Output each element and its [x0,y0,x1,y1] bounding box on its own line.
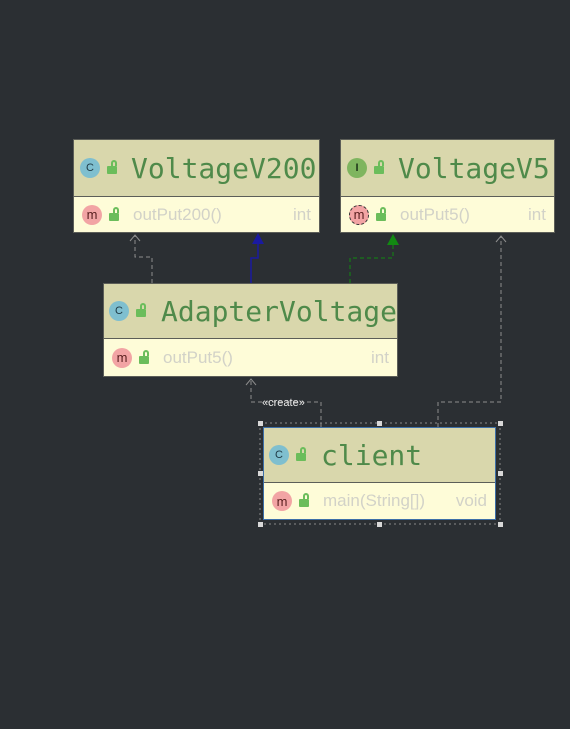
public-lock-icon [109,206,119,221]
class-kind-icon: C [109,301,129,321]
resize-handle-bottom-center[interactable] [377,522,382,527]
resize-handle-top-right[interactable] [498,421,503,426]
class-adapter-voltage-header: C AdapterVoltage [104,284,397,339]
method-return-type: int [528,204,546,224]
method-name: outPut5() [400,204,470,224]
realization-adapter-v5-arrowhead [387,234,399,245]
method-name: outPut5() [163,347,233,367]
method-row[interactable]: m outPut5() int [341,197,554,232]
dependency-adapter-v200-line [134,235,153,283]
method-name: outPut200() [133,204,222,224]
resize-handle-middle-left[interactable] [258,471,263,476]
realization-adapter-v5-line [349,244,394,283]
method-row[interactable]: m main(String[]) void [264,483,495,519]
method-icon: m [112,347,132,368]
method-return-type: void [455,491,487,510]
create-label: «create» [262,397,305,409]
dependency-client-v5-line [437,236,502,427]
public-lock-icon [299,493,309,507]
method-name: main(String[]) [323,491,426,510]
class-voltage-v200-header: C VoltageV200 [74,140,319,197]
public-lock-icon [374,160,384,174]
interface-voltage-v5-header: I VoltageV5 [341,140,554,197]
dependency-client-adapter-line [250,379,322,427]
static-method-icon: m [272,491,292,511]
resize-handle-bottom-right[interactable] [498,522,503,527]
interface-kind-icon: I [347,158,367,178]
method-row[interactable]: m outPut5() int [104,339,397,376]
method-return-type: int [293,204,311,224]
class-name: AdapterVoltage [161,294,398,328]
class-client-header: C client [264,428,495,483]
public-lock-icon [296,447,306,461]
interface-voltage-v5[interactable]: I VoltageV5 m outPut5() int [340,139,555,233]
resize-handle-top-left[interactable] [258,421,263,426]
class-name: client [321,438,423,472]
public-lock-icon [136,303,146,317]
dependency-adapter-v200-arrowhead [129,234,141,242]
resize-handle-top-center[interactable] [377,421,382,426]
public-lock-icon [376,206,386,221]
inheritance-adapter-v200-arrowhead [252,233,264,244]
class-kind-icon: C [80,158,100,178]
class-name: VoltageV200 [131,151,317,185]
method-return-type: int [371,347,389,367]
dependency-client-adapter-arrowhead [245,378,257,386]
public-lock-icon [139,349,149,364]
abstract-method-icon: m [349,204,369,225]
main-class-icon: C [269,445,289,465]
public-lock-icon [107,160,117,174]
class-name: VoltageV5 [398,151,550,185]
dependency-client-v5-arrowhead [495,235,507,243]
inheritance-adapter-v200-line [250,243,259,283]
class-voltage-v200[interactable]: C VoltageV200 m outPut200() int [73,139,320,233]
method-row[interactable]: m outPut200() int [74,197,319,232]
method-icon: m [82,204,102,225]
class-adapter-voltage[interactable]: C AdapterVoltage m outPut5() int [103,283,398,377]
resize-handle-bottom-left[interactable] [258,522,263,527]
class-client[interactable]: C client m main(String[]) void [263,427,496,520]
resize-handle-middle-right[interactable] [498,471,503,476]
